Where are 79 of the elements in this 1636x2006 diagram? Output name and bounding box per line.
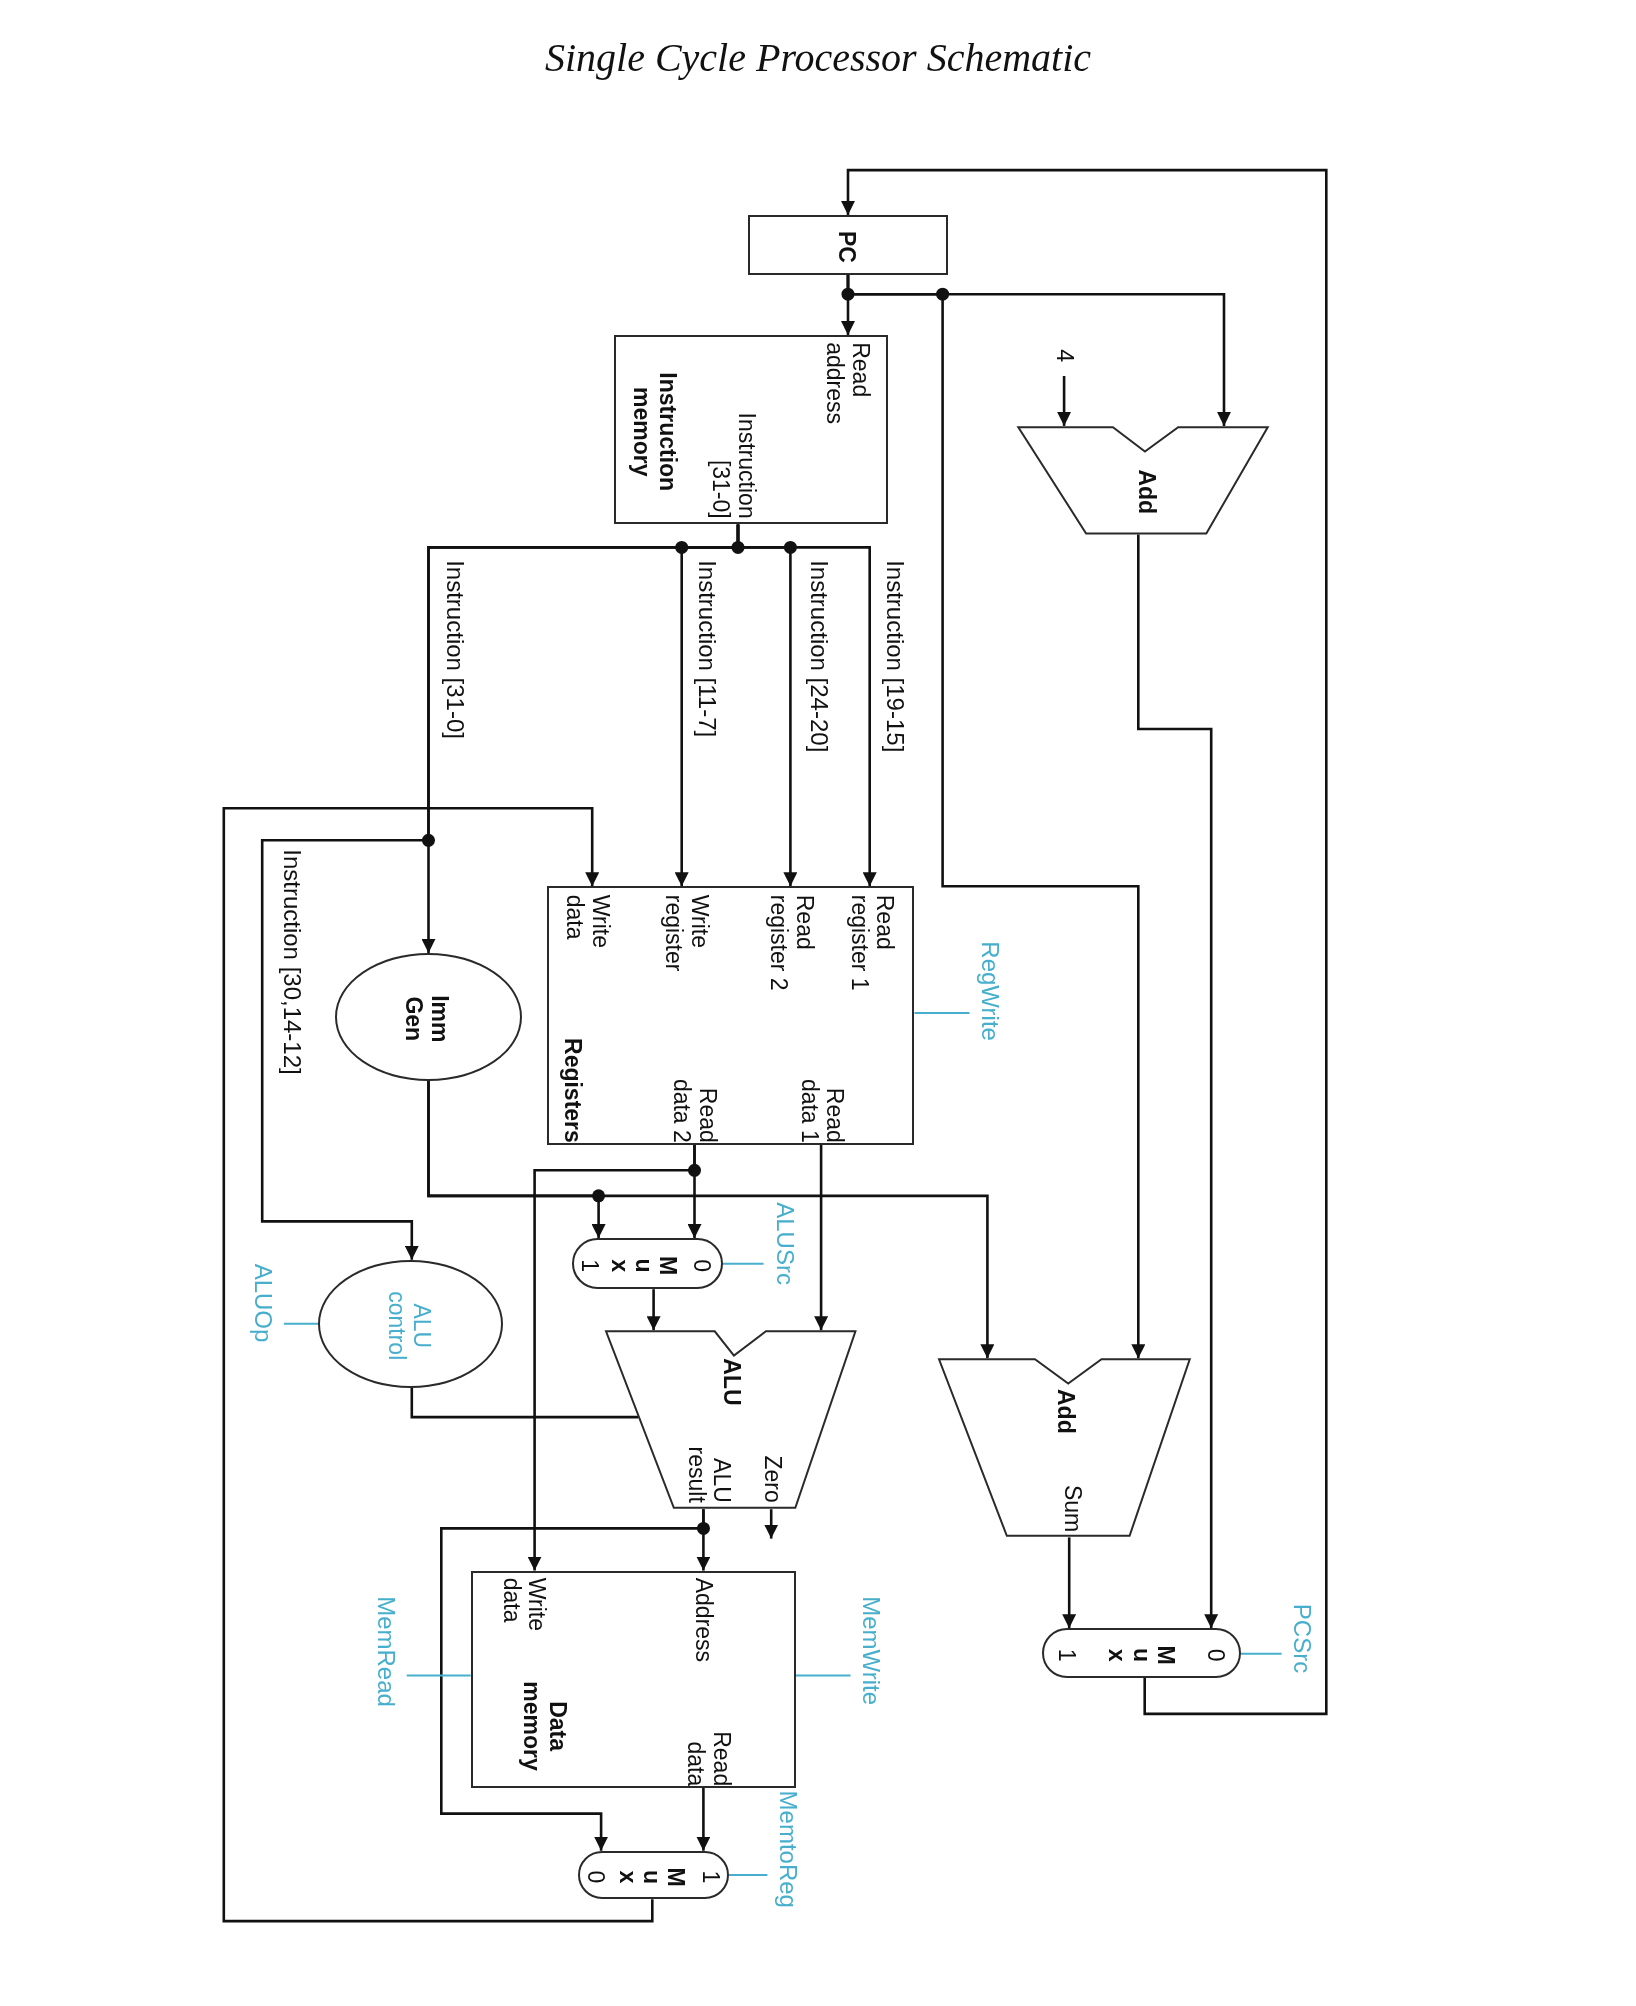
- wire-arrow: [1137, 534, 1219, 1629]
- ellipse-unit: [335, 952, 522, 1081]
- port-label: Write register: [660, 894, 714, 974]
- port-label: Read data 2: [667, 1077, 722, 1143]
- leader-line: [794, 1674, 852, 1677]
- adder-shape: [1016, 425, 1269, 535]
- input-number: 1: [1052, 1647, 1081, 1664]
- wire-arrow: [1062, 1537, 1077, 1629]
- control-signal-label: ALUSrc: [763, 1202, 806, 1323]
- mux-label: M u x: [1103, 1644, 1180, 1667]
- wire-arrow: [1057, 376, 1072, 426]
- control-signal-label: RegWrite: [969, 941, 1011, 1085]
- wire-arrow: [646, 1289, 661, 1331]
- control-signal-label: MemtoReg: [767, 1790, 809, 1957]
- wire-label: Instruction [19-15]: [881, 560, 911, 755]
- wire-arrow: [527, 1144, 696, 1571]
- wire-arrow: [696, 1788, 711, 1851]
- port-label: Sum: [1058, 1483, 1087, 1533]
- wire-label: Instruction [31-0]: [441, 560, 471, 741]
- wire-arrow: [427, 1080, 995, 1359]
- unit-label: PC: [832, 229, 861, 265]
- wire-label: Instruction [24-20]: [804, 560, 834, 755]
- port-label: Read data 1: [795, 1077, 850, 1143]
- input-number: 0: [582, 1869, 611, 1886]
- port-label: Read register 2: [765, 894, 819, 993]
- unit-label: Registers: [558, 1037, 587, 1143]
- wire-arrow: [440, 1509, 705, 1851]
- unit-label: ALU control: [382, 1290, 437, 1363]
- diagram-title: Single Cycle Processor Schematic: [543, 34, 1093, 81]
- input-number: 0: [688, 1258, 717, 1274]
- memory-box: [470, 1570, 796, 1789]
- control-signal-label: MemRead: [365, 1596, 407, 1755]
- wire-arrow: [814, 1144, 829, 1331]
- wire-label: Instruction [30,14-12]: [277, 849, 307, 1077]
- constant-label: 4: [1046, 335, 1083, 376]
- port-label: Read address: [821, 342, 876, 427]
- wire-arrow: [222, 807, 654, 1923]
- port-label: Zero: [759, 1454, 788, 1503]
- mux-label: M u x: [605, 1255, 683, 1278]
- port-label: Address: [689, 1577, 718, 1665]
- unit-label: Add: [1132, 468, 1161, 517]
- multiplexer: [578, 1850, 730, 1900]
- ellipse-unit: [318, 1259, 503, 1388]
- wire-arrow: [846, 275, 1146, 1359]
- control-signal-label: ALUOp: [243, 1263, 284, 1382]
- port-label: Write data: [497, 1577, 552, 1633]
- output-arrow: [764, 1509, 779, 1539]
- multiplexer: [571, 1238, 723, 1290]
- leader-line: [728, 1874, 769, 1876]
- mux-label: M u x: [614, 1866, 691, 1889]
- memory-box: [613, 335, 888, 525]
- unit-label: Imm Gen: [400, 994, 455, 1045]
- wire-arrow: [841, 168, 1328, 1716]
- unit-label: ALU: [718, 1358, 747, 1408]
- input-number: 1: [696, 1869, 725, 1886]
- wire-label: Instruction [11-7]: [693, 560, 723, 740]
- unit-label: Data memory: [518, 1680, 572, 1773]
- leader-line: [913, 1012, 971, 1014]
- control-signal-label: MemWrite: [850, 1596, 892, 1755]
- leader-line: [1239, 1652, 1283, 1655]
- control-signal-label: PCSrc: [1281, 1603, 1323, 1709]
- port-label: Instruction [31-0]: [707, 411, 762, 519]
- leader-line: [405, 1674, 472, 1677]
- unit-label: Add: [1052, 1389, 1081, 1436]
- register-file-box: [547, 886, 915, 1145]
- port-label: Write data: [561, 894, 615, 950]
- input-number: 0: [1202, 1647, 1231, 1664]
- input-number: 1: [575, 1258, 604, 1274]
- adder-shape: [937, 1358, 1191, 1538]
- wire-arrow: [260, 524, 740, 1260]
- unit-label: Instruction memory: [628, 371, 682, 494]
- multiplexer: [1042, 1628, 1241, 1679]
- alu-shape: [603, 1330, 859, 1510]
- leader-line: [721, 1262, 765, 1265]
- port-label: ALU result: [682, 1445, 737, 1503]
- port-label: Read data: [681, 1730, 736, 1787]
- register-box: [748, 214, 948, 275]
- leader-line: [282, 1322, 320, 1325]
- wire: [410, 1387, 639, 1419]
